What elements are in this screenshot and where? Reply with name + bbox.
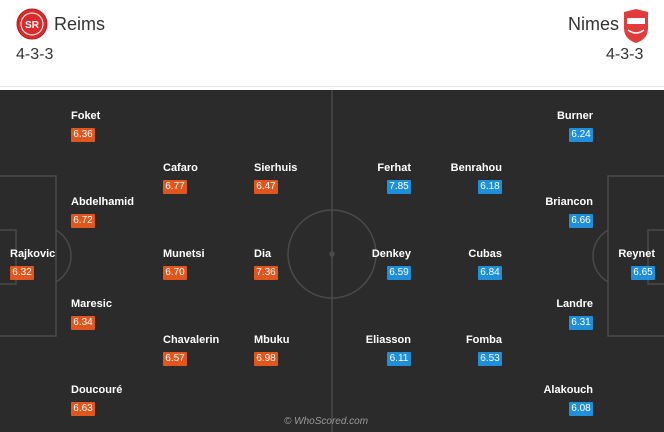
- away-player-burner[interactable]: Burner 6.24: [513, 110, 593, 150]
- player-name: Cubas: [468, 248, 502, 260]
- player-name: Cafaro: [163, 162, 198, 174]
- player-rating: 6.77: [163, 180, 187, 194]
- player-name: Dia: [254, 248, 272, 260]
- player-rating: 6.70: [163, 266, 187, 280]
- home-player-maresic[interactable]: Maresic 6.34: [71, 298, 151, 338]
- away-player-benrahou[interactable]: Benrahou 6.18: [422, 162, 502, 202]
- player-rating: 6.08: [569, 402, 593, 416]
- home-player-abdelhamid[interactable]: Abdelhamid 6.72: [71, 196, 151, 236]
- player-rating: 6.24: [569, 128, 593, 142]
- player-rating: 6.59: [387, 266, 411, 280]
- away-player-alakouch[interactable]: Alakouch 6.08: [513, 384, 593, 424]
- nimes-crest-icon: [624, 9, 648, 43]
- player-name: Mbuku: [254, 334, 290, 346]
- home-team-name: Reims: [54, 14, 106, 34]
- home-player-chavalerin[interactable]: Chavalerin 6.57: [163, 334, 243, 374]
- player-rating: 6.36: [71, 128, 95, 142]
- player-rating: 6.98: [254, 352, 278, 366]
- player-name: Maresic: [71, 298, 112, 310]
- away-player-fomba[interactable]: Fomba 6.53: [422, 334, 502, 374]
- home-player-foket[interactable]: Foket 6.36: [71, 110, 151, 150]
- player-name: Briancon: [545, 196, 593, 208]
- player-name: Reynet: [618, 248, 655, 260]
- player-rating: 6.18: [478, 180, 502, 194]
- player-name: Abdelhamid: [71, 196, 134, 208]
- player-name: Chavalerin: [163, 334, 220, 346]
- player-name: Munetsi: [163, 248, 205, 260]
- player-name: Doucouré: [71, 384, 123, 396]
- home-player-cafaro[interactable]: Cafaro 6.77: [163, 162, 243, 202]
- watermark: © WhoScored.com: [284, 416, 369, 427]
- player-rating: 6.47: [254, 180, 278, 194]
- home-player-dia[interactable]: Dia 7.36: [254, 248, 334, 288]
- away-player-briancon[interactable]: Briancon 6.66: [513, 196, 593, 236]
- player-rating: 7.85: [387, 180, 411, 194]
- player-rating: 6.84: [478, 266, 502, 280]
- header-divider: [0, 86, 664, 87]
- player-rating: 6.66: [569, 214, 593, 228]
- player-rating: 6.65: [631, 266, 655, 280]
- home-player-sierhuis[interactable]: Sierhuis 6.47: [254, 162, 334, 202]
- player-name: Rajkovic: [10, 248, 56, 260]
- away-player-eliasson[interactable]: Eliasson 6.11: [331, 334, 411, 374]
- away-team-name: Nimes: [568, 14, 620, 34]
- player-name: Foket: [71, 110, 101, 122]
- player-name: Burner: [556, 110, 593, 122]
- player-name: Benrahou: [450, 162, 502, 174]
- player-name: Denkey: [371, 248, 411, 260]
- reims-crest-icon: SR: [16, 8, 48, 40]
- player-rating: 6.72: [71, 214, 95, 228]
- away-player-reynet[interactable]: Reynet 6.65: [575, 248, 655, 288]
- home-formation: 4-3-3: [16, 46, 54, 63]
- player-rating: 7.36: [254, 266, 278, 280]
- home-player-doucoure[interactable]: Doucouré 6.63: [71, 384, 151, 424]
- player-rating: 6.11: [387, 352, 411, 366]
- player-name: Sierhuis: [254, 162, 298, 174]
- player-name: Fomba: [465, 334, 502, 346]
- away-formation: 4-3-3: [606, 46, 644, 63]
- player-name: Landre: [556, 298, 593, 310]
- home-player-rajkovic[interactable]: Rajkovic 6.32: [10, 248, 90, 288]
- player-name: Ferhat: [377, 162, 411, 174]
- player-name: Eliasson: [365, 334, 411, 346]
- player-name: Alakouch: [543, 384, 593, 396]
- home-player-mbuku[interactable]: Mbuku 6.98: [254, 334, 334, 374]
- player-rating: 6.31: [569, 316, 593, 330]
- player-rating: 6.34: [71, 316, 95, 330]
- player-rating: 6.63: [71, 402, 95, 416]
- away-player-denkey[interactable]: Denkey 6.59: [331, 248, 411, 288]
- away-player-landre[interactable]: Landre 6.31: [513, 298, 593, 338]
- home-player-munetsi[interactable]: Munetsi 6.70: [163, 248, 243, 288]
- away-player-ferhat[interactable]: Ferhat 7.85: [331, 162, 411, 202]
- player-rating: 6.57: [163, 352, 187, 366]
- svg-text:SR: SR: [25, 20, 40, 31]
- player-rating: 6.53: [478, 352, 502, 366]
- player-rating: 6.32: [10, 266, 34, 280]
- match-header: SR Reims 4-3-3 Nimes 4-3-3: [0, 0, 664, 86]
- pitch: [0, 90, 664, 432]
- pitch-markings: [0, 90, 664, 432]
- away-player-cubas[interactable]: Cubas 6.84: [422, 248, 502, 288]
